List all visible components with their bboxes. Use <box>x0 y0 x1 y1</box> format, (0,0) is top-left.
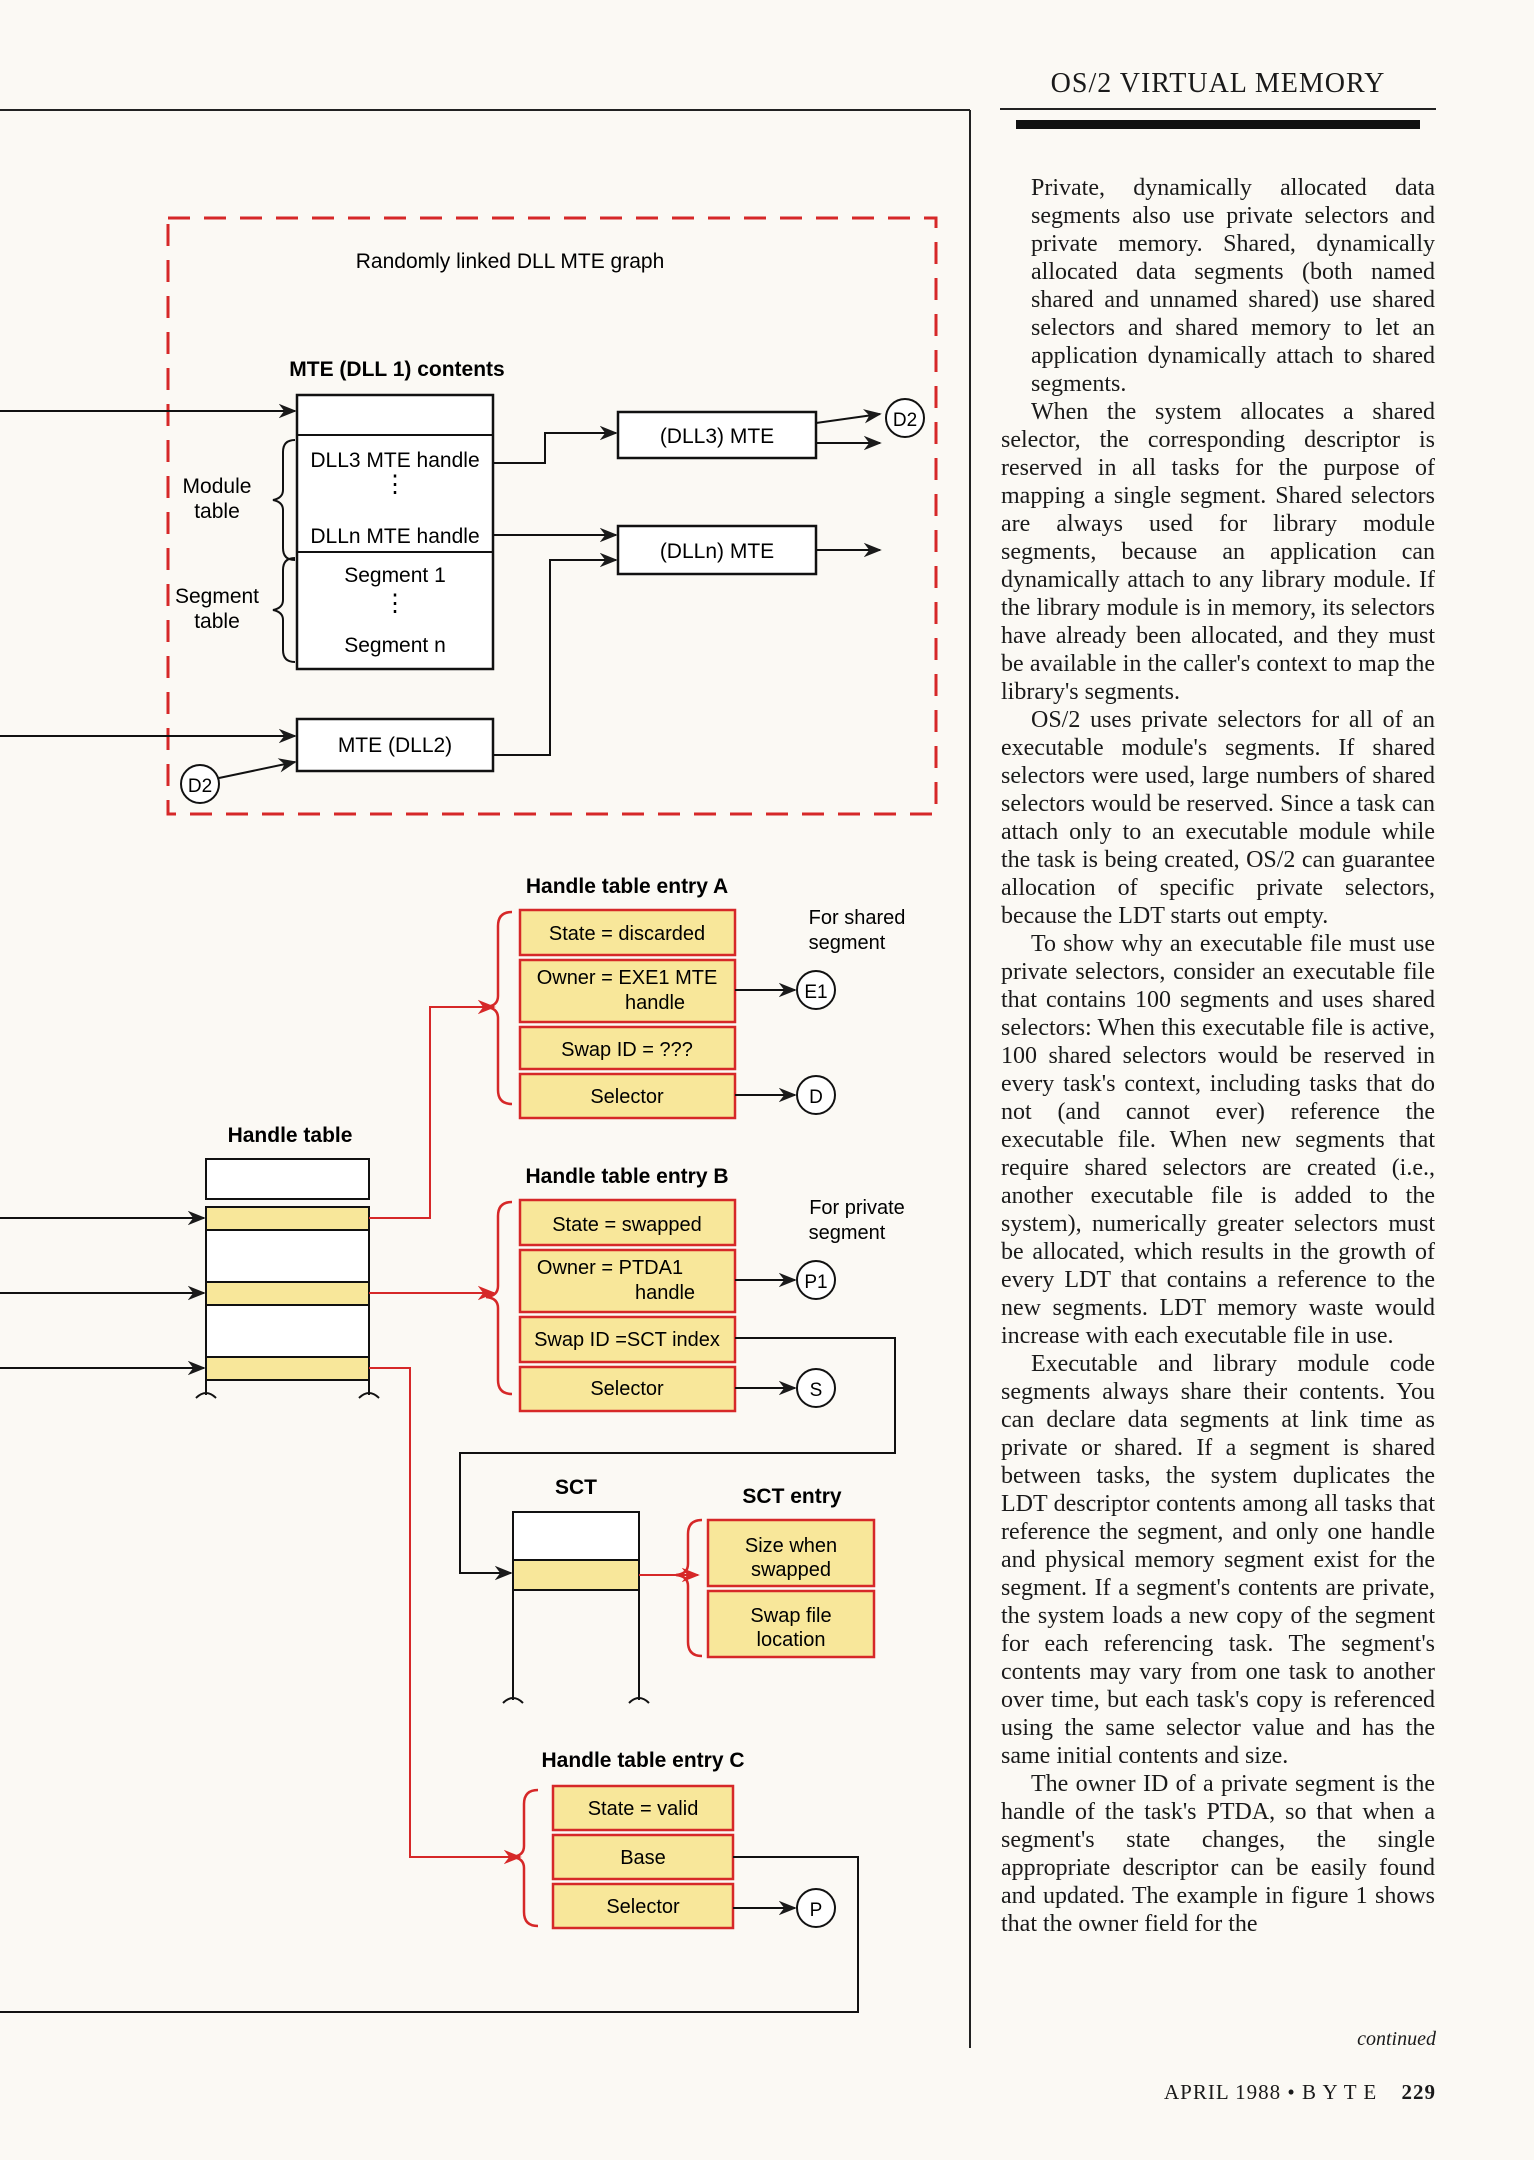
handle-slot-b <box>205 1281 370 1306</box>
diagram-label: D <box>809 1087 823 1108</box>
dlln-mte-label: (DLLn) MTE <box>660 540 774 563</box>
connector-p1 <box>796 1260 836 1300</box>
issue-label: APRIL 1988 • B Y T E <box>1163 2080 1378 2104</box>
sct-entry-table <box>706 1518 876 1659</box>
section-title: OS/2 VIRTUAL MEMORY <box>1050 68 1386 99</box>
entry-b-state: State = swapped <box>552 1214 702 1236</box>
entry-b-table <box>518 1198 737 1413</box>
paragraph: To show why an executable file must use … <box>1001 931 1435 1349</box>
segment-table-brace <box>272 557 296 663</box>
entry-c-brace <box>511 1788 539 1928</box>
diagram-label: D2 <box>188 776 212 797</box>
paragraph: OS/2 uses private selectors for all of a… <box>1001 707 1435 929</box>
mte-row-segment-n: Segment n <box>344 634 446 657</box>
header-rule <box>1000 108 1436 110</box>
handle-table-title: Handle table <box>228 1124 353 1147</box>
header-bar <box>1016 120 1420 129</box>
connector-p <box>796 1888 836 1928</box>
handle-slot-a <box>205 1206 370 1231</box>
mte-dll1-box <box>295 393 495 671</box>
entry-a-state: State = discarded <box>549 923 705 945</box>
sct-entry-title: SCT entry <box>742 1485 842 1508</box>
entry-b-swap-id: Swap ID =SCT index <box>534 1329 720 1351</box>
entry-c-title: Handle table entry C <box>541 1749 744 1772</box>
paragraph: Executable and library module code segme… <box>1001 1351 1435 1769</box>
diagram-label: E1 <box>804 982 827 1003</box>
entry-c-state: State = valid <box>588 1798 699 1820</box>
entry-a-swap-id: Swap ID = ??? <box>561 1039 693 1061</box>
dll3-mte-label: (DLL3) MTE <box>660 425 774 448</box>
connector-s <box>796 1368 836 1408</box>
page-number: 229 <box>1401 2080 1436 2104</box>
entry-b-brace <box>485 1200 513 1396</box>
ellipsis-dots: ⋮ <box>383 471 407 498</box>
connector-d <box>796 1075 836 1115</box>
connector-e1 <box>796 970 836 1010</box>
entry-a-selector: Selector <box>590 1086 664 1108</box>
entry-b-selector: Selector <box>590 1378 664 1400</box>
entry-a-table <box>518 908 737 1120</box>
entry-c-base: Base <box>620 1847 666 1869</box>
connector-d2-top <box>885 398 925 438</box>
paragraph: Private, dynamically allocated data segm… <box>1031 175 1435 397</box>
ellipsis-dots: ⋮ <box>383 590 407 617</box>
page-footer: APRIL 1988 • B Y T E 229 <box>1100 2080 1436 2105</box>
diagram-label: P1 <box>804 1272 827 1293</box>
diagram-label: S <box>810 1380 823 1401</box>
diagram-label: D2 <box>893 410 917 431</box>
entry-b-title: Handle table entry B <box>525 1165 728 1188</box>
module-table-brace <box>272 439 296 561</box>
sct-slot <box>512 1559 640 1591</box>
mte-row-dlln-handle: DLLn MTE handle <box>310 525 479 548</box>
dll-graph-region <box>166 216 938 816</box>
entry-c-table <box>551 1784 735 1930</box>
sct-entry-brace <box>675 1518 703 1658</box>
connector-d2-bottom <box>180 764 220 804</box>
entry-a-title: Handle table entry A <box>526 875 728 898</box>
mte-dll2-box <box>295 717 495 773</box>
continued-label: continued <box>1357 2028 1436 2050</box>
sct-title: SCT <box>555 1476 597 1499</box>
dll3-mte-box <box>616 410 818 460</box>
paragraph: The owner ID of a private segment is the… <box>1001 1771 1435 1937</box>
mte-row-segment-1: Segment 1 <box>344 564 446 587</box>
handle-slot-c <box>205 1356 370 1381</box>
mte-row-dll3-handle: DLL3 MTE handle <box>310 449 479 472</box>
entry-c-selector: Selector <box>606 1896 680 1918</box>
sct-row <box>512 1511 640 1561</box>
diagram-label: P <box>810 1900 823 1921</box>
mte-dll2-label: MTE (DLL2) <box>338 734 452 757</box>
dlln-mte-box <box>616 524 818 576</box>
mte-contents-title: MTE (DLL 1) contents <box>289 358 504 381</box>
paragraph: When the system allocates a shared selec… <box>1001 399 1435 705</box>
article-body: Private, dynamically allocated data segm… <box>1001 174 1435 1938</box>
entry-a-brace <box>485 910 513 1106</box>
dll-graph-title: Randomly linked DLL MTE graph <box>356 250 665 273</box>
